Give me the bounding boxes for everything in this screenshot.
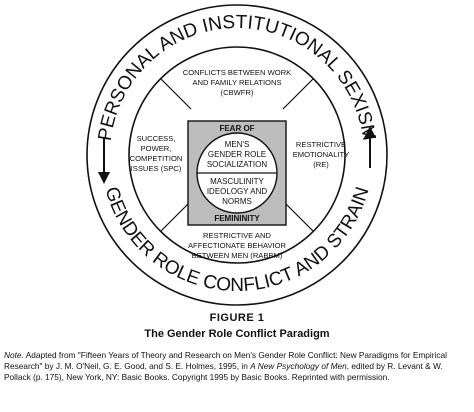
note-text-1: Adapted from "Fifteen Years of Theory an… (4, 350, 447, 371)
sector-top-line-1: CONFLICTS BETWEEN WORK (183, 68, 291, 77)
center-bottom-label: FEMININITY (214, 214, 260, 223)
sector-left-line-3: COMPETITION (130, 154, 183, 163)
sector-bottom-line-2: AFFECTIONATE BEHAVIOR (188, 241, 287, 250)
center-lower-line-1: MASCULINITY (210, 177, 264, 186)
sector-top-line-3: (CBWFR) (221, 88, 254, 97)
inner-circle (128, 46, 346, 264)
gender-role-conflict-diagram: PERSONAL AND INSTITUTIONAL SEXISM GENDER… (86, 4, 388, 306)
figure-label: FIGURE 1 (209, 312, 265, 324)
note-label: Note. (4, 350, 24, 360)
sector-left-line-2: POWER, (141, 144, 172, 153)
sector-bottom-line-1: RESTRICTIVE AND (203, 231, 271, 240)
center-upper-line-3: SOCIALIZATION (207, 160, 268, 169)
sector-dividers (160, 78, 314, 232)
outer-ring (86, 4, 388, 306)
center-top-label: FEAR OF (219, 124, 254, 133)
note-text-2: , edited by R. Levant & W. Pollack (p. 1… (4, 361, 443, 382)
center-lower-line-3: NORMS (222, 197, 252, 206)
sector-right-line-2: EMOTIONALITY (293, 150, 350, 159)
sector-left-line-4: ISSUES (SPC) (131, 164, 182, 173)
center-upper-line-1: MEN'S (225, 140, 250, 149)
note-book-title: A New Psychology of Men (250, 361, 347, 371)
sector-left-line-1: SUCCESS, (137, 134, 176, 143)
figure-title: The Gender Role Conflict Paradigm (144, 328, 330, 340)
source-note: Note. Adapted from "Fifteen Years of The… (4, 350, 470, 383)
sector-top-line-2: AND FAMILY RELATIONS (192, 78, 281, 87)
center-upper-line-2: GENDER ROLE (208, 150, 266, 159)
sector-right-line-1: RESTRICTIVE (296, 140, 346, 149)
right-arrow-up (364, 126, 376, 168)
center-lower-line-2: IDEOLOGY AND (207, 187, 268, 196)
sector-bottom-line-3: BETWEEN MEN (RABBM) (192, 251, 283, 260)
sector-right-line-3: (RE) (313, 160, 329, 169)
left-arrow-down (98, 138, 110, 184)
